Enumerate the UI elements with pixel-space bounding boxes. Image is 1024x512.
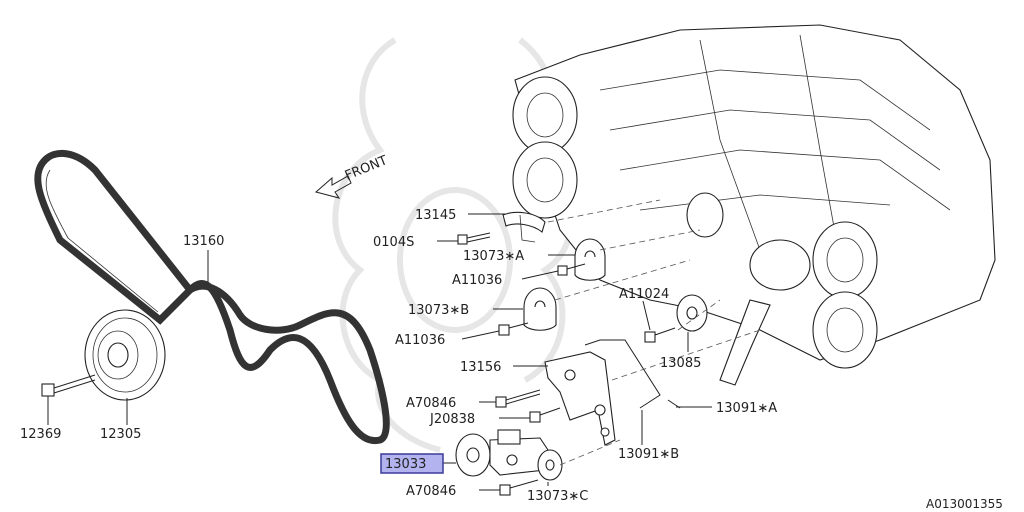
label-13156[interactable]: 13156: [460, 360, 501, 375]
label-13145[interactable]: 13145: [415, 208, 456, 223]
idler-13073C: [537, 449, 563, 481]
label-13073B[interactable]: 13073∗B: [408, 303, 469, 318]
part-labels: 13145 0104S 13073∗A A11036 13073∗B A1103…: [20, 208, 1003, 511]
label-A70846-upper[interactable]: A70846: [406, 396, 456, 411]
label-13085[interactable]: 13085: [660, 356, 701, 371]
label-12305[interactable]: 12305: [100, 427, 141, 442]
front-arrow: FRONT: [314, 153, 390, 199]
idler-13085: [676, 294, 708, 332]
belt-guide: [502, 211, 546, 243]
bolt-J20838: [529, 407, 561, 423]
label-A11024[interactable]: A11024: [619, 287, 669, 302]
label-A11036-lower[interactable]: A11036: [395, 333, 445, 348]
engine-block: [512, 24, 996, 386]
assembly-lines: [547, 199, 761, 466]
bolt-A70846-upper: [495, 389, 541, 408]
label-13033[interactable]: 13033: [385, 457, 426, 472]
timing-belt: [34, 149, 390, 445]
tensioner-bracket: [544, 351, 616, 446]
label-13091B[interactable]: 13091∗B: [618, 447, 679, 462]
label-13073A[interactable]: 13073∗A: [463, 249, 524, 264]
figure-id: A013001355: [926, 497, 1003, 511]
label-13073C[interactable]: 13073∗C: [527, 489, 588, 504]
label-12369[interactable]: 12369: [20, 427, 61, 442]
label-A70846-lower[interactable]: A70846: [406, 484, 456, 499]
label-13160[interactable]: 13160: [183, 234, 224, 249]
leader-lines: [47, 213, 712, 491]
label-13091A[interactable]: 13091∗A: [716, 401, 777, 416]
idler-13073A: [574, 238, 606, 281]
label-0104S[interactable]: 0104S: [373, 235, 414, 250]
idler-13073B: [523, 287, 557, 331]
label-A11036-upper[interactable]: A11036: [452, 273, 502, 288]
tensioner-13033: [455, 429, 549, 477]
bolt-0104S: [457, 232, 491, 245]
label-J20838[interactable]: J20838: [429, 412, 475, 427]
crank-bolt: [41, 374, 96, 397]
highlight-box-13033: [380, 453, 444, 474]
bolt-A11036-lower: [498, 322, 529, 336]
bolt-A11036-upper: [557, 263, 586, 276]
bolt-A11024: [644, 327, 676, 343]
crank-pulley: [84, 309, 166, 401]
